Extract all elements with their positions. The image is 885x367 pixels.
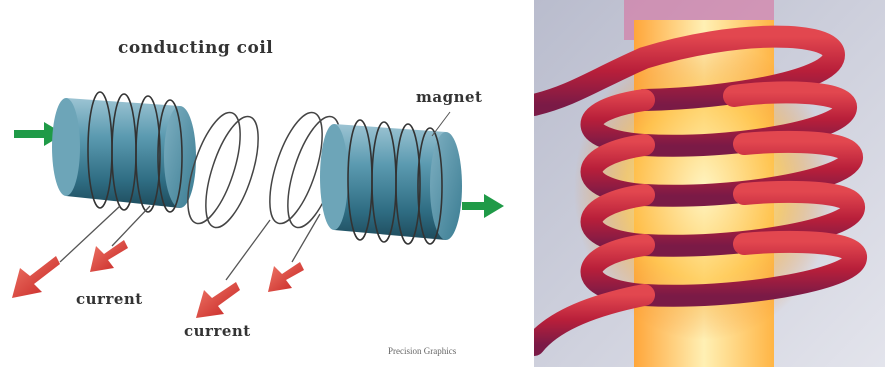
induction-heating-photo (534, 0, 885, 367)
magnet-label: magnet (416, 88, 482, 106)
current-arrow-3 (196, 282, 240, 318)
current-arrow-2 (90, 240, 128, 272)
current-label-right: current (184, 322, 251, 340)
current-arrow-4 (268, 262, 304, 292)
right-green-arrow (462, 194, 504, 218)
coil-label: conducting coil (118, 38, 273, 58)
right-magnet (320, 124, 462, 240)
left-magnet (52, 98, 196, 208)
image-credit: Precision Graphics (388, 346, 456, 356)
current-label-left: current (76, 290, 143, 308)
electromagnetic-induction-diagram: conducting coil magnet current current P… (0, 0, 520, 367)
heating-coil-illustration (534, 0, 885, 367)
current-arrows (12, 240, 304, 318)
current-arrow-1 (12, 256, 60, 298)
